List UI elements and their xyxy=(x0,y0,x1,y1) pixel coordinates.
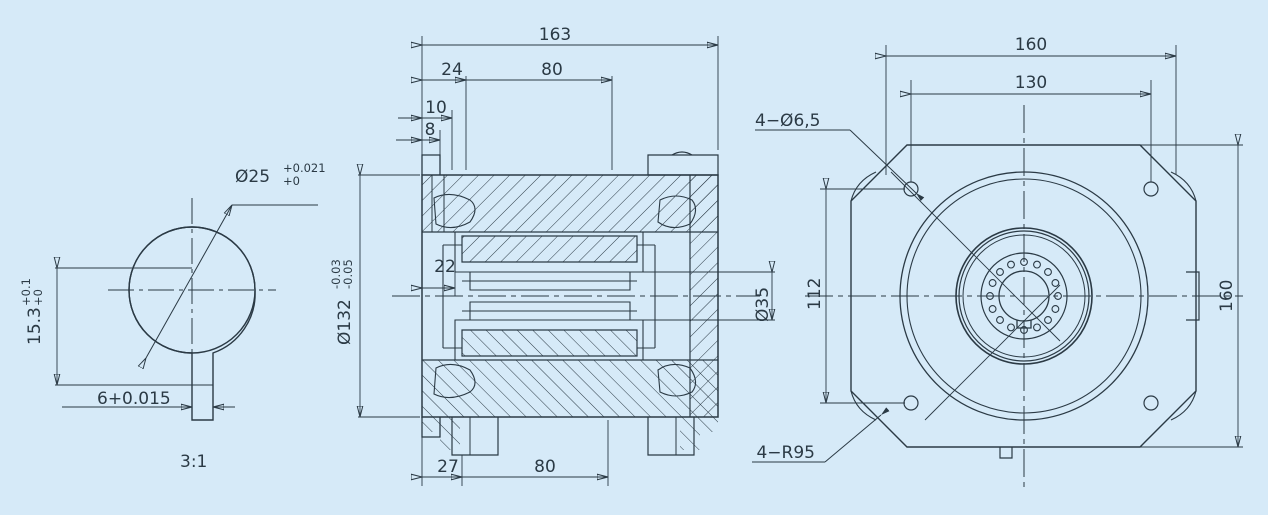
corner-arc-bl xyxy=(850,390,877,421)
dim-label-160-vertical: 160 xyxy=(1217,280,1237,312)
dim-label-22: 22 xyxy=(434,257,456,277)
detail-scale-label: 3:1 xyxy=(180,452,207,472)
dim-label-132: Ø132 xyxy=(335,299,355,345)
cross-section-view xyxy=(392,151,760,456)
dim-label-132-lower: -0.05 xyxy=(341,259,355,289)
dim-25-leader xyxy=(146,205,232,358)
dim-label-130: 130 xyxy=(1015,73,1047,93)
bearing-rear-caps xyxy=(637,244,655,349)
hub-bolt-holes xyxy=(986,258,1062,334)
corner-arc-br xyxy=(1170,390,1197,421)
front-view-labels: 160 130 112 160 4−Ø6,5 4−R95 xyxy=(755,35,1237,463)
terminal-box-cable xyxy=(671,151,693,156)
bearing-front-caps xyxy=(443,244,462,349)
callout-holes-leader xyxy=(849,129,925,202)
dim-label-80-top: 80 xyxy=(541,60,563,80)
coil-end-front-bottom xyxy=(433,363,476,399)
flange-front-step-lower xyxy=(421,417,441,438)
corner-arc-tl xyxy=(850,171,877,202)
coil-end-rear-top xyxy=(657,195,697,229)
terminal-box xyxy=(647,154,719,176)
cross-section-dimensions xyxy=(358,36,775,486)
dim-label-153-upper: +0.1 xyxy=(19,278,33,306)
coil-end-front-top xyxy=(433,193,476,229)
detail-view-keyway xyxy=(55,198,318,421)
mounting-hole-br xyxy=(1143,395,1159,411)
dim-label-153: 15.3 xyxy=(25,307,45,345)
callout-label-corner-radius: 4−R95 xyxy=(756,443,815,463)
rotor-case-top xyxy=(454,232,644,273)
dim-label-80-bottom: 80 xyxy=(534,457,556,477)
dim-label-8: 8 xyxy=(425,120,436,140)
front-view-dimensions xyxy=(752,45,1243,463)
section-hatching xyxy=(422,175,718,450)
detail-view-labels: Ø25 +0.021 +0 15.3 +0.1 +0 6+0.015 3:1 xyxy=(19,161,326,472)
section-body-outline xyxy=(421,174,719,418)
dim-label-dia25-lower: +0 xyxy=(283,174,300,188)
coil-end-rear-bottom xyxy=(657,363,697,397)
callout-radius-leader xyxy=(824,407,890,463)
cross-section-labels: 163 24 80 10 8 22 Ø132 -0.03 -0.05 Ø35 2… xyxy=(329,25,773,477)
foot-ribs xyxy=(469,417,677,455)
foot-rear xyxy=(647,417,695,456)
front-view xyxy=(805,105,1243,487)
rotor-bottom xyxy=(461,329,638,357)
rotor-case-bottom xyxy=(454,319,644,360)
dim-label-163: 163 xyxy=(539,25,571,45)
callout-label-mounting-holes: 4−Ø6,5 xyxy=(755,111,820,131)
dim-label-112: 112 xyxy=(805,278,825,310)
rotor-top xyxy=(461,235,638,263)
bottom-tab xyxy=(999,447,1013,459)
dim-label-24: 24 xyxy=(441,60,463,80)
dim-label-dia25: Ø25 xyxy=(235,167,270,187)
dim-label-dia25-upper: +0.021 xyxy=(283,161,326,175)
dim-label-6: 6+0.015 xyxy=(97,389,171,409)
dim-label-160-horizontal: 160 xyxy=(1015,35,1047,55)
corner-arc-tr xyxy=(1170,171,1197,202)
dim-label-27: 27 xyxy=(437,457,459,477)
foot-front xyxy=(451,417,499,456)
hub-diagonal-b xyxy=(924,284,1061,421)
dim-label-153-lower: +0 xyxy=(31,289,45,306)
dim-label-35: Ø35 xyxy=(753,287,773,322)
dim-label-10: 10 xyxy=(425,98,447,118)
dim-label-132-upper: -0.03 xyxy=(329,259,343,289)
